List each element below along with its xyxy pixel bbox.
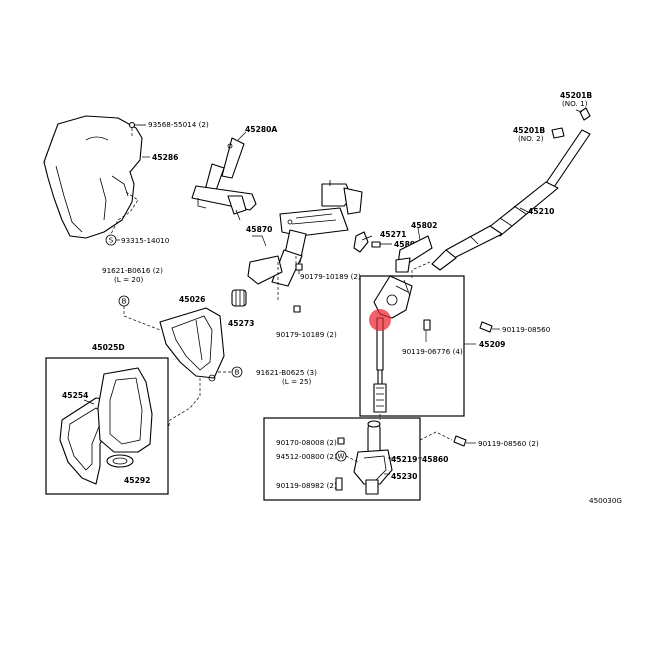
part-45286-column-cover [43, 115, 150, 241]
circle-s-text: S [109, 237, 114, 245]
bolt-90179-lower [293, 305, 301, 313]
part-45026-boot-cover [159, 307, 225, 382]
label-45254: 45254 [62, 391, 88, 400]
group-box-45860 [263, 417, 421, 501]
label-45219: 45219 [391, 455, 417, 464]
label-45286: 45286 [152, 153, 178, 162]
label-93568: 93568-55014 (2) [148, 120, 209, 129]
leader-91621-upper [123, 306, 161, 331]
label-45230: 45230 [391, 472, 417, 481]
part-45219-shaft-lower [353, 420, 393, 495]
label-45860: 45860 [422, 455, 448, 464]
leader-45870 [252, 235, 267, 247]
label-45025D: 45025D [92, 343, 125, 352]
part-45025D-boot [97, 367, 153, 453]
part-45201B-no2 [551, 127, 565, 139]
label-45209: 45209 [479, 340, 505, 349]
label-90119-08982: 90119-08982 (2) [276, 481, 337, 490]
label-45201B-no2: 45201B [513, 126, 545, 135]
label-45870: 45870 [246, 225, 272, 234]
part-45201B-no1 [575, 107, 591, 121]
bolt-90119-08560-2 [453, 435, 476, 447]
screw-93568 [128, 121, 146, 138]
label-45897: 45897 [394, 240, 420, 249]
label-91621-upper: 91621-B0616 (2) [102, 266, 163, 275]
label-45201B-no2-sub: (NO. 2) [518, 134, 544, 143]
part-steering-column [247, 180, 363, 300]
label-90179-lower: 90179-10189 (2) [276, 330, 337, 339]
label-45292: 45292 [124, 476, 150, 485]
label-45273: 45273 [228, 319, 254, 328]
leader-45254 [83, 399, 95, 405]
link-45209-shaft [411, 261, 431, 278]
label-45271: 45271 [380, 230, 406, 239]
bolt-45897 [371, 241, 392, 248]
leader-94512 [345, 455, 359, 463]
label-91621-upper-sub: (L = 20) [114, 275, 144, 284]
circle-w-text: W [338, 453, 345, 461]
link-45026-45025D [167, 378, 201, 431]
bolt-90170 [337, 437, 345, 445]
part-45271-clip [353, 231, 373, 253]
figure-code: 450030G [589, 496, 622, 505]
label-90119-08560: 90119-08560 [502, 325, 551, 334]
bolt-90119-08560 [479, 321, 500, 333]
label-90119-08560-2: 90119-08560 (2) [478, 439, 539, 448]
bolt-90119-08982 [335, 477, 343, 491]
bolt-90119-06776 [423, 319, 431, 342]
label-45026: 45026 [179, 295, 205, 304]
group-box-45025D [45, 357, 169, 495]
label-45280A: 45280A [245, 125, 277, 134]
circle-b1-text: B [122, 298, 127, 306]
part-45210-main-shaft [431, 129, 591, 271]
label-45210: 45210 [528, 207, 554, 216]
part-45280A-bracket [191, 131, 257, 221]
part-45209-intermediate-shaft [373, 275, 413, 413]
label-90119-06776: 90119-06776 (4) [402, 347, 463, 356]
label-45802: 45802 [411, 221, 437, 230]
link-45860-bolt [419, 431, 453, 441]
part-45273-bushing [231, 289, 247, 307]
label-91621-lower: 91621-B0625 (3) [256, 368, 317, 377]
part-45292-ring [106, 454, 134, 468]
label-93315: 93315-14010 [121, 236, 170, 245]
circle-b2-marker [231, 366, 243, 378]
circle-b2-text: B [235, 369, 240, 377]
label-91621-lower-sub: (L = 25) [282, 377, 312, 386]
label-90179-upper: 90179-10189 (2) [300, 272, 361, 281]
label-94512: 94512-00800 (2) [276, 452, 337, 461]
part-45802-lever [395, 227, 433, 273]
label-90170: 90170-08008 (2) [276, 438, 337, 447]
label-45201B-no1-sub: (NO. 1) [562, 99, 588, 108]
label-45201B-no1: 45201B [560, 91, 592, 100]
highlight-marker [369, 309, 391, 331]
bolt-90179-upper [295, 263, 303, 274]
